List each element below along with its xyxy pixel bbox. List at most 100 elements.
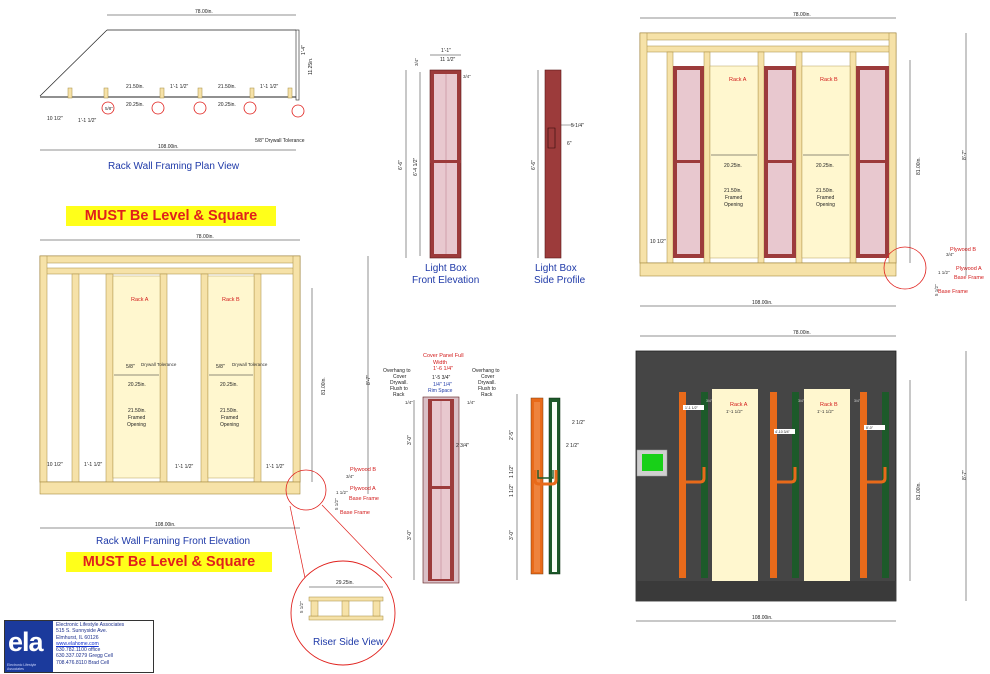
cover-h1: 3'-0" bbox=[407, 435, 413, 445]
br-rack-b: Rack B bbox=[820, 402, 838, 408]
tr-d2: 1 1/2" bbox=[938, 270, 950, 275]
company-info: Electronic Lifestyle Associates 515 S. S… bbox=[56, 622, 124, 666]
front-top-dim: 78.00in. bbox=[196, 234, 214, 240]
br-top: 78.00in. bbox=[793, 330, 811, 336]
cover-h2: 3'-0" bbox=[407, 530, 413, 540]
cover-right-note: Overhang to Cover Drywall. Flush to Rack bbox=[472, 368, 500, 398]
title-block: ela Electronic Lifestyle Associates Elec… bbox=[4, 620, 154, 673]
tr-height: 81.00in. bbox=[916, 157, 922, 175]
tr-height2: 8'-7" bbox=[962, 150, 968, 160]
br-h1: 1'-1 1/2" bbox=[685, 406, 699, 410]
front-l3: 1'-1 1/2" bbox=[175, 464, 194, 470]
front-drywall-b: Drywall Tolerance bbox=[232, 362, 268, 367]
br-h3: 8'-0" bbox=[866, 426, 874, 430]
front-fo-b: 21.50in. bbox=[220, 408, 238, 414]
must-level-note-1: MUST Be Level & Square bbox=[66, 206, 276, 226]
front-opening-a: Opening bbox=[127, 422, 146, 428]
front-side-b: 5/8" bbox=[216, 364, 225, 370]
cover-left-2: Drywall. bbox=[390, 380, 408, 386]
front-height2: 8'-7" bbox=[366, 375, 372, 385]
light-box-front: 1'-1" 11 1/2" 3/4" 3/4" 6'-6" 6'-4 1/2" … bbox=[398, 48, 479, 286]
tr-rack-lights bbox=[673, 66, 889, 258]
lb-side-title2: Side Profile bbox=[534, 275, 586, 286]
front-bottom-dim: 108.00in. bbox=[155, 522, 176, 528]
front-d3: 5 1/2" bbox=[334, 498, 339, 510]
tr-rack-a: Rack A bbox=[729, 77, 747, 83]
cover-left-note: Overhang to Cover Drywall. Flush to Rack bbox=[383, 368, 411, 398]
plan-dim-b1: 21.50in. bbox=[126, 84, 144, 90]
front-rack-b: Rack B bbox=[222, 297, 240, 303]
cover-head2: Width bbox=[433, 360, 447, 366]
cover-left-1: Cover bbox=[393, 374, 407, 380]
br-brackets bbox=[679, 392, 889, 578]
tr-opening-a: Opening bbox=[724, 202, 743, 208]
br-h2: 4'-10 3/4" bbox=[775, 430, 791, 434]
plan-dim-left2: 1'-1 1/2" bbox=[78, 118, 97, 124]
tr-base2: Base Frame bbox=[938, 289, 968, 295]
front-elevation-title: Rack Wall Framing Front Elevation bbox=[96, 536, 250, 547]
front-w-b: 20.25in. bbox=[220, 382, 238, 388]
plan-dim-c1: 20.25in. bbox=[126, 102, 144, 108]
front-framed-a: Framed bbox=[128, 415, 145, 421]
tr-ply-b: Plywood B bbox=[950, 247, 976, 253]
tr-ply-a: Plywood A bbox=[956, 266, 982, 272]
plan-dim-b3: 21.50in. bbox=[218, 84, 236, 90]
cover-w4: Rim Space bbox=[428, 388, 453, 394]
plan-tolerance-circles bbox=[101, 101, 305, 118]
company-name: Electronic Lifestyle Associates bbox=[56, 622, 125, 628]
tr-fo-b: 21.50in. bbox=[816, 188, 834, 194]
plan-drywall-tolerance: 5/8" Drywall Tolerance bbox=[255, 138, 305, 144]
company-website-link[interactable]: www.elahome.com bbox=[56, 640, 99, 647]
tr-bottom: 108.00in. bbox=[752, 300, 773, 306]
front-height: 81.00in. bbox=[321, 377, 327, 395]
logo-text: ela bbox=[8, 627, 44, 657]
tr-d1: 3/4" bbox=[946, 252, 954, 257]
lbs-h: 6'-6" bbox=[531, 160, 537, 170]
bracket-f: 2 1/2" bbox=[566, 443, 579, 449]
must-level-note-2: MUST Be Level & Square bbox=[66, 552, 272, 572]
front-studs bbox=[39, 255, 301, 483]
company-address-2: Elmhurst, IL 60126 bbox=[56, 634, 99, 641]
light-box-side: 5 1/4" 6" 6'-6" Light Box Side Profile bbox=[531, 69, 586, 286]
plan-dim-left1: 10 1/2" bbox=[47, 116, 63, 122]
lb-h1: 6'-6" bbox=[398, 160, 404, 170]
phone-office: 630.782.1100 office bbox=[56, 647, 101, 654]
bracket-c: 1 1/2" bbox=[509, 484, 515, 497]
lb-front-title2: Front Elevation bbox=[412, 275, 479, 286]
tr-d3: 5 1/2" bbox=[934, 284, 939, 296]
tr-top: 78.00in. bbox=[793, 12, 811, 18]
plan-studs bbox=[67, 87, 293, 99]
elevation-top-right: 78.00in. Rack A Rack B bbox=[639, 12, 984, 307]
cover-left-0: Overhang to bbox=[383, 368, 411, 374]
cover-left-3: Flush to bbox=[390, 386, 408, 392]
cover-right-2: Drywall. bbox=[478, 380, 496, 386]
phone-brad: 708.476.8110 Brad Cell bbox=[56, 659, 110, 666]
br-bottom: 108.00in. bbox=[752, 615, 773, 621]
front-l2: 1'-1 1/2" bbox=[84, 462, 103, 468]
tr-w-b: 20.25in. bbox=[816, 163, 834, 169]
cover-right-3: Flush to bbox=[478, 386, 496, 392]
plan-dim-b4: 1'-1 1/2" bbox=[260, 84, 279, 90]
plan-dim-b2: 1'-1 1/2" bbox=[170, 84, 189, 90]
br-s-c: 3/4" bbox=[854, 399, 861, 403]
cover-head1: Cover Panel Full bbox=[423, 353, 464, 359]
front-l4: 1'-1 1/2" bbox=[266, 464, 285, 470]
cover-right-1: Cover bbox=[481, 374, 495, 380]
front-d1: 3/4" bbox=[346, 474, 354, 479]
bracket-detail: 2'-5" 1 1/2" 1 1/2" 3'-0" 2 1/2" 2 1/2" bbox=[509, 394, 585, 580]
cover-q2: 1/4" bbox=[467, 400, 475, 405]
front-d2: 1 1/2" bbox=[336, 490, 348, 495]
front-base-frame bbox=[39, 481, 301, 495]
riser-width: 29.25in. bbox=[336, 580, 354, 586]
bracket-a: 2'-5" bbox=[509, 430, 515, 440]
tr-base: Base Frame bbox=[954, 275, 984, 281]
br-green-screen bbox=[642, 454, 663, 471]
riser-height: 5 1/2" bbox=[299, 601, 304, 613]
ela-logo: ela Electronic Lifestyle Associates bbox=[5, 621, 53, 672]
cover-head3: 1'-6 1/4" bbox=[433, 366, 453, 372]
br-sub-b: 1'-1 1/2" bbox=[817, 409, 834, 414]
lbs-d1: 5 1/4" bbox=[571, 123, 584, 129]
br-height: 81.00in. bbox=[916, 482, 922, 500]
bracket-e: 2 1/2" bbox=[572, 420, 585, 426]
front-drywall-a: Drywall Tolerance bbox=[141, 362, 177, 367]
